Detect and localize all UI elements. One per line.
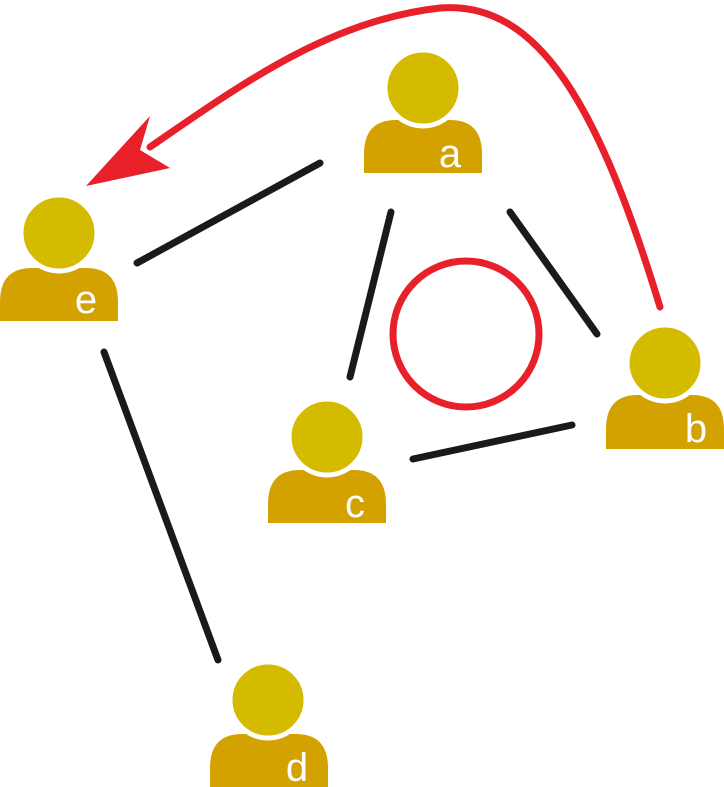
edge-b-c <box>409 421 576 463</box>
edge-e-d <box>100 348 222 664</box>
highlight-arrow <box>86 4 664 311</box>
node-c[interactable]: c <box>268 396 386 526</box>
highlight-arrow-path <box>146 4 664 311</box>
person-body-icon <box>606 395 724 449</box>
node-label: b <box>685 407 707 451</box>
node-b[interactable]: b <box>606 322 724 451</box>
person-head-icon <box>624 322 706 404</box>
person-head-icon <box>382 47 464 129</box>
edges <box>100 159 601 664</box>
person-head-icon <box>227 659 309 741</box>
person-head-icon <box>18 192 100 274</box>
node-label: c <box>345 482 365 526</box>
node-d[interactable]: d <box>210 659 328 787</box>
node-label: e <box>75 278 97 322</box>
cycle-marker-circle <box>389 257 543 411</box>
person-body-icon <box>364 120 482 173</box>
node-label: a <box>439 132 462 176</box>
person-head-icon <box>286 396 368 478</box>
edge-a-e <box>133 159 324 267</box>
node-a[interactable]: a <box>364 47 482 176</box>
person-body-icon <box>0 268 118 321</box>
person-body-icon <box>268 470 386 523</box>
arrowhead-icon <box>86 116 170 186</box>
edge-a-b <box>506 208 601 338</box>
edge-a-c <box>346 208 395 381</box>
person-body-icon <box>210 734 328 787</box>
node-label: d <box>286 746 308 787</box>
node-e[interactable]: e <box>0 192 118 322</box>
